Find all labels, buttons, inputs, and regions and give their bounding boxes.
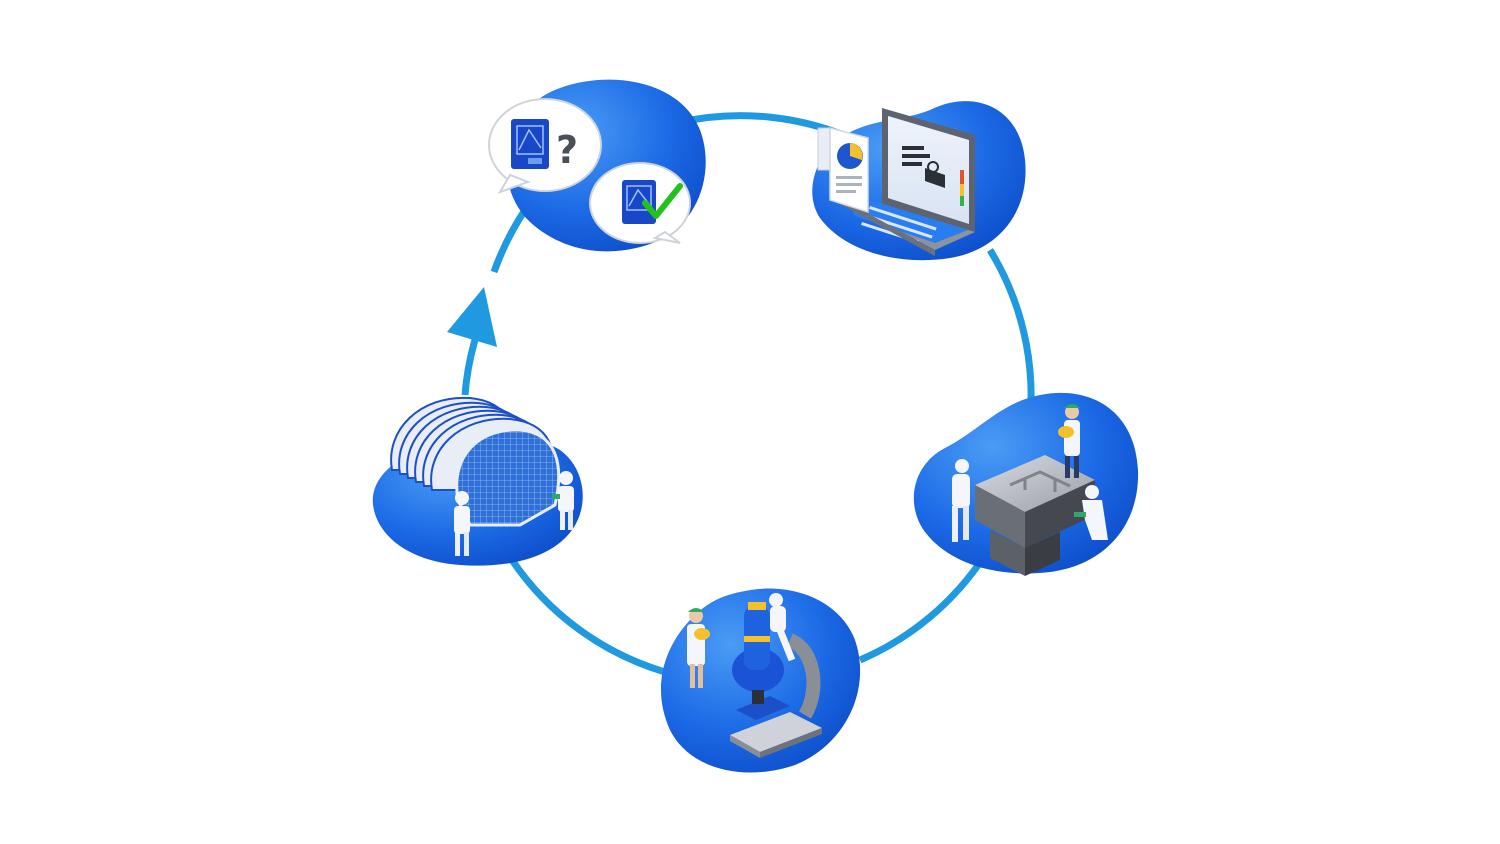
- worker-wafer-right-icon: [552, 471, 574, 530]
- worker-kneeling-right-icon: [1074, 485, 1108, 540]
- stage-data-analysis: [812, 101, 1026, 261]
- wafer-stack-icon: [390, 396, 561, 527]
- stage-mask-fabrication: [913, 392, 1139, 576]
- laptop-icon: [836, 108, 975, 256]
- microscope-icon: [730, 602, 822, 758]
- checkmark-icon: [642, 183, 683, 219]
- cycle-arrowhead-icon: [447, 287, 497, 347]
- worker-wafer-left-icon: [454, 491, 470, 556]
- stage-microscope-inspection: [660, 588, 861, 773]
- stage-wafer-production: [372, 396, 583, 566]
- worker-kneeling-left-icon: [952, 459, 970, 542]
- speech-bubble-question-icon: ?: [488, 98, 602, 194]
- worker-standing-icon: [1058, 404, 1080, 478]
- report-card-icon: [817, 127, 869, 214]
- speech-bubble-check-icon: [589, 162, 691, 244]
- worker-climbing-icon: [769, 593, 796, 662]
- question-mark: ?: [556, 128, 578, 172]
- stage-design-review: ?: [488, 79, 706, 252]
- worker-scientist-icon: [687, 608, 710, 688]
